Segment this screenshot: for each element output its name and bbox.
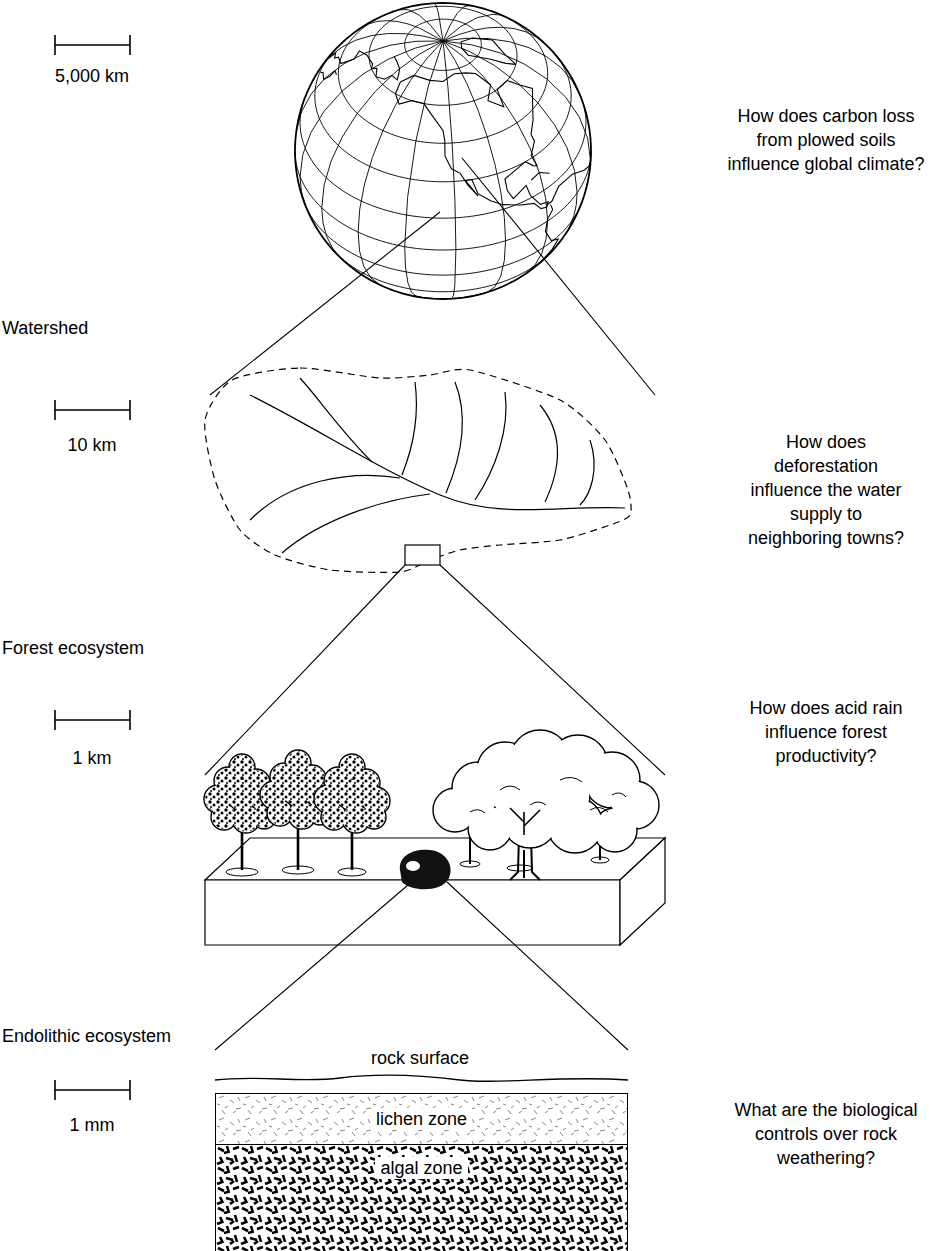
tree-crown (314, 754, 390, 833)
coastline (531, 172, 549, 180)
algal-band: algal zone (215, 1144, 628, 1251)
stream (250, 395, 625, 510)
scale-bar (55, 1080, 130, 1100)
question-text: How does carbon loss from plowed soils i… (727, 106, 924, 174)
drawing-stroke (283, 776, 313, 806)
label-slot: 5,000 km (55, 64, 129, 88)
stream (540, 405, 558, 502)
coastline (395, 73, 548, 209)
label-slot: Endolithic ecosystem (2, 1024, 171, 1048)
question-text: How does acid rain influence forest prod… (749, 698, 902, 766)
label-slot: What are the biological controls over ro… (731, 1098, 921, 1170)
stream (300, 378, 372, 462)
drawing-stroke (322, 805, 346, 829)
level-name: Endolithic ecosystem (2, 1026, 171, 1046)
watershed-boundary (205, 368, 631, 572)
zoom-line (215, 882, 628, 1050)
drawing-stroke (227, 780, 257, 810)
stream (402, 382, 416, 475)
rock (400, 850, 451, 890)
crown-detail (470, 777, 626, 813)
stream (282, 494, 430, 553)
level-name: Forest ecosystem (2, 638, 144, 658)
rock-surface-line (215, 1075, 628, 1081)
scale-label: 1 mm (70, 1115, 115, 1135)
scale-label: 1 km (72, 748, 111, 768)
lichen-band: lichen zone (215, 1093, 628, 1145)
label-slot: How does deforestation influence the wat… (744, 430, 909, 550)
stream (475, 392, 506, 500)
scale-label: 10 km (67, 435, 116, 455)
label-slot: How does carbon loss from plowed soils i… (724, 104, 929, 176)
zoom-window (405, 545, 440, 565)
drawing-stroke (337, 780, 367, 810)
scale-label: 5,000 km (55, 66, 129, 86)
scale-bar (55, 35, 130, 55)
band-texture (216, 1094, 627, 1144)
drawing-stroke (268, 801, 292, 825)
band-label: algal zone (375, 1157, 467, 1179)
label-slot: Forest ecosystem (2, 636, 144, 660)
label-slot: 1 km (72, 746, 111, 770)
rock-highlight (406, 861, 420, 871)
tree-crown (433, 730, 659, 853)
coastline (327, 51, 400, 80)
globe (295, 3, 591, 299)
drawing-stroke (205, 880, 620, 945)
globe-disc (295, 3, 591, 299)
label-slot: 1 mm (70, 1113, 115, 1137)
zoom-line (210, 158, 655, 395)
scale-bar (55, 400, 130, 420)
tree-trunk (510, 808, 540, 835)
drawing-stroke (363, 806, 385, 828)
ground-slab (205, 838, 665, 945)
label-slot: rock surface (371, 1046, 469, 1070)
drawing-stroke (620, 838, 665, 945)
drawing-stroke (212, 805, 236, 829)
drawing-stroke (493, 768, 547, 822)
band-texture (216, 1145, 627, 1251)
level-name: Watershed (2, 318, 88, 338)
stream (580, 440, 594, 505)
label-slot: Watershed (2, 316, 88, 340)
tree-shadow (507, 865, 533, 871)
question-text: What are the biological controls over ro… (734, 1100, 917, 1168)
scale-bar (55, 710, 130, 730)
scale-label: rock surface (371, 1048, 469, 1068)
stream (446, 382, 462, 493)
graticule (295, 3, 591, 299)
band-label: lichen zone (371, 1108, 472, 1130)
label-slot: 10 km (67, 433, 116, 457)
coastline (461, 38, 516, 64)
coastline (320, 71, 336, 79)
stream (250, 475, 400, 520)
question-text: How does deforestation influence the wat… (748, 432, 904, 548)
label-slot: How does acid rain influence forest prod… (739, 696, 914, 768)
coastline (540, 162, 591, 263)
